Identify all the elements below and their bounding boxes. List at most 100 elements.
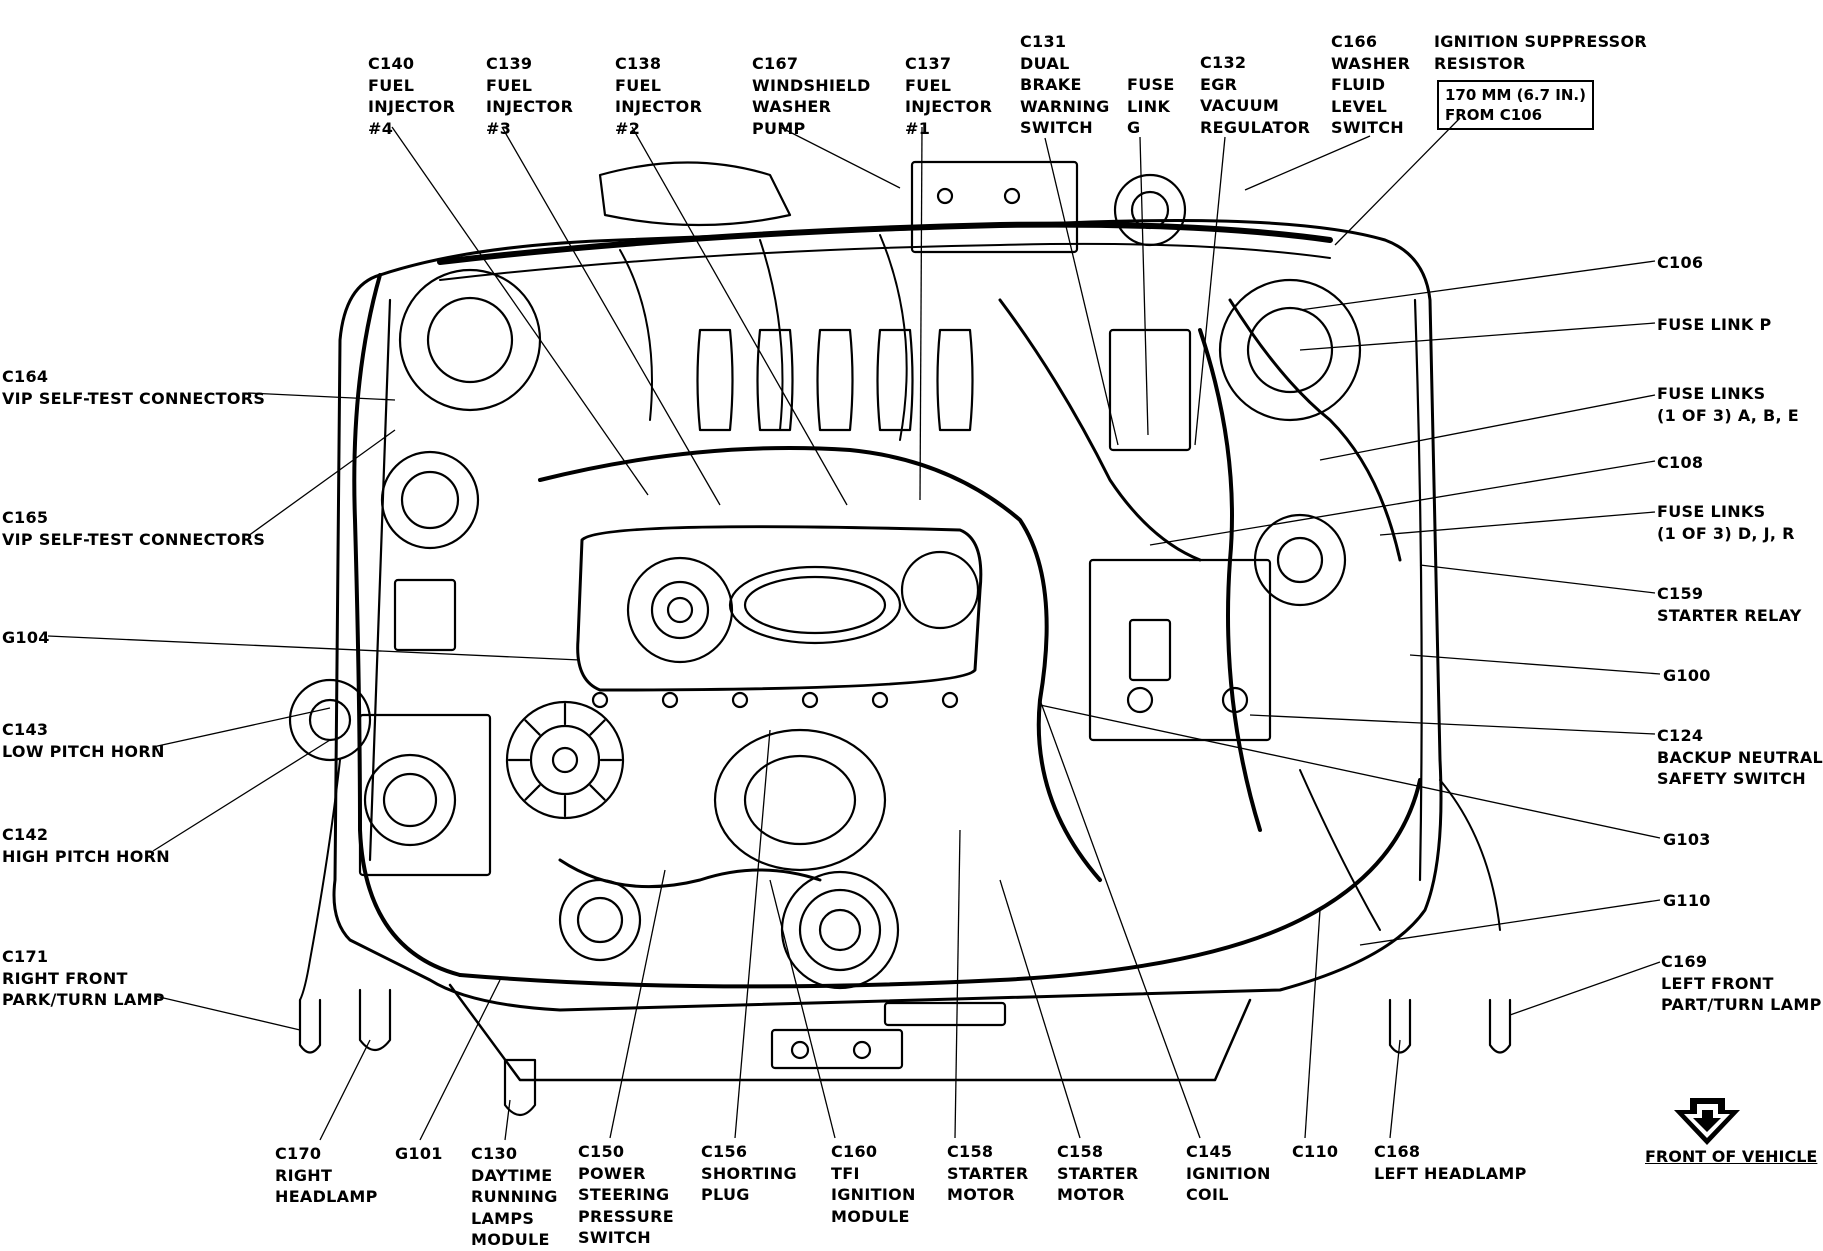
label-g110: G110 [1663,891,1711,910]
harness-front [458,778,1422,989]
engine-part [1276,536,1324,584]
engine-bay-outline [332,218,1443,1012]
label-c160: C160 TFI IGNITION MODULE [831,1142,916,1226]
harness-center [538,446,1102,882]
label-c165: C165 VIP SELF-TEST CONNECTORS [2,508,266,549]
label-c108: C108 [1657,453,1704,472]
washer-reservoir [910,160,1079,254]
leader-fuse-links-djr [1379,511,1656,536]
leader-g104 [47,635,581,661]
ford-oval-inner [743,575,887,635]
leader-c132 [1194,136,1226,446]
engine-part [1003,187,1021,205]
leader-g100 [1409,654,1661,675]
engine-part [818,908,862,952]
leader-c158-2 [999,879,1081,1139]
label-g100: G100 [1663,666,1711,685]
injector-wires [619,234,908,441]
leader-c168 [1389,1039,1401,1139]
label-c139: C139 FUEL INJECTOR #3 [486,54,574,138]
resistor-note-box: 170 MM (6.7 IN.) FROM C106 [1437,80,1594,130]
coolant-reservoir [363,753,457,847]
harness-left [1198,328,1262,832]
label-c158-starter-motor-2: C158 STARTER MOTOR [1057,1142,1139,1204]
leader-c130 [504,1099,511,1141]
leader-c145 [1039,699,1201,1139]
starter-relay [1253,513,1347,607]
engine-part [666,596,694,624]
front-latch [883,1001,1007,1027]
front-of-vehicle-label: FRONT OF VEHICLE [1645,1147,1818,1166]
engine-part [400,470,460,530]
label-c110: C110 [1292,1142,1339,1161]
label-fuse-links-abe: FUSE LINKS (1 OF 3) A, B, E [1657,384,1800,425]
leader-fuse-links-abe [1319,394,1656,461]
label-c138: C138 FUEL INJECTOR #2 [615,54,703,138]
label-c132: C132 EGR VACUUM REGULATOR [1200,53,1311,137]
label-fuse-link-p: FUSE LINK P [1657,315,1772,334]
leader-c159 [1419,564,1656,594]
leader-c164 [247,392,396,401]
leader-c108 [1149,460,1656,546]
engine-part [426,296,514,384]
engine-part [589,719,606,736]
label-fuse-links-djr: FUSE LINKS (1 OF 3) D, J, R [1657,502,1795,543]
engine-part [852,1040,872,1060]
engine-part [308,698,352,742]
leader-fuse-link-g [1139,136,1149,436]
bolt [731,691,749,709]
engine-part [1128,618,1172,682]
leader-c139 [501,126,721,506]
leader-c140 [391,126,649,496]
label-c168: C168 LEFT HEADLAMP [1374,1142,1527,1183]
label-c150: C150 POWER STEERING PRESSURE SWITCH [578,1142,674,1247]
leader-c124 [1249,714,1656,735]
leader-c142 [152,739,331,852]
harness-right [352,273,462,977]
leader-c137 [919,126,923,501]
intake-runner [816,328,854,432]
label-c156: C156 SHORTING PLUG [701,1142,797,1204]
cowl-strip [437,221,1333,265]
leader-c170 [319,1039,371,1141]
lamp-wire [1439,779,1501,931]
label-c140: C140 FUEL INJECTOR #4 [368,54,456,138]
leader-fuse-link-p [1299,322,1656,351]
leader-g110 [1359,899,1661,946]
intake-runner [936,328,974,432]
label-c130: C130 DAYTIME RUNNING LAMPS MODULE [471,1144,558,1249]
ford-oval [728,565,902,645]
engine-part [576,896,624,944]
label-c170: C170 RIGHT HEADLAMP [275,1144,378,1206]
leader-c166 [1244,135,1371,191]
label-g104: G104 [2,628,50,647]
leader-c171 [154,995,301,1031]
leader-c106 [1299,260,1656,311]
label-c131: C131 DUAL BRAKE WARNING SWITCH [1020,32,1110,137]
label-c143: C143 LOW PITCH HORN [2,720,165,761]
right-strut-tower [398,268,542,412]
leader-c156 [734,729,771,1139]
label-g103: G103 [1663,830,1711,849]
bolt [801,691,819,709]
leader-c167 [779,126,901,189]
license-plate-bracket [770,1028,904,1070]
vacuum-hose [1228,298,1402,562]
label-fuse-link-g: FUSE LINK G [1127,75,1175,137]
bolt [591,691,609,709]
engine-part [1246,306,1334,394]
engine-part [798,888,882,972]
fuse-link-wires [998,298,1202,562]
egr-valve [380,450,480,550]
cowl-strip-inner [439,242,1331,281]
front-arrow-icon [1674,1098,1740,1145]
label-c137: C137 FUEL INJECTOR #1 [905,54,993,138]
leader-g103 [1039,704,1661,839]
right-headlamp-socket [358,988,392,1052]
engine-part [551,746,579,774]
valve-cover-boss [900,550,980,630]
headlamp-wire [1299,769,1381,931]
label-c158-starter-motor-1: C158 STARTER MOTOR [947,1142,1029,1204]
